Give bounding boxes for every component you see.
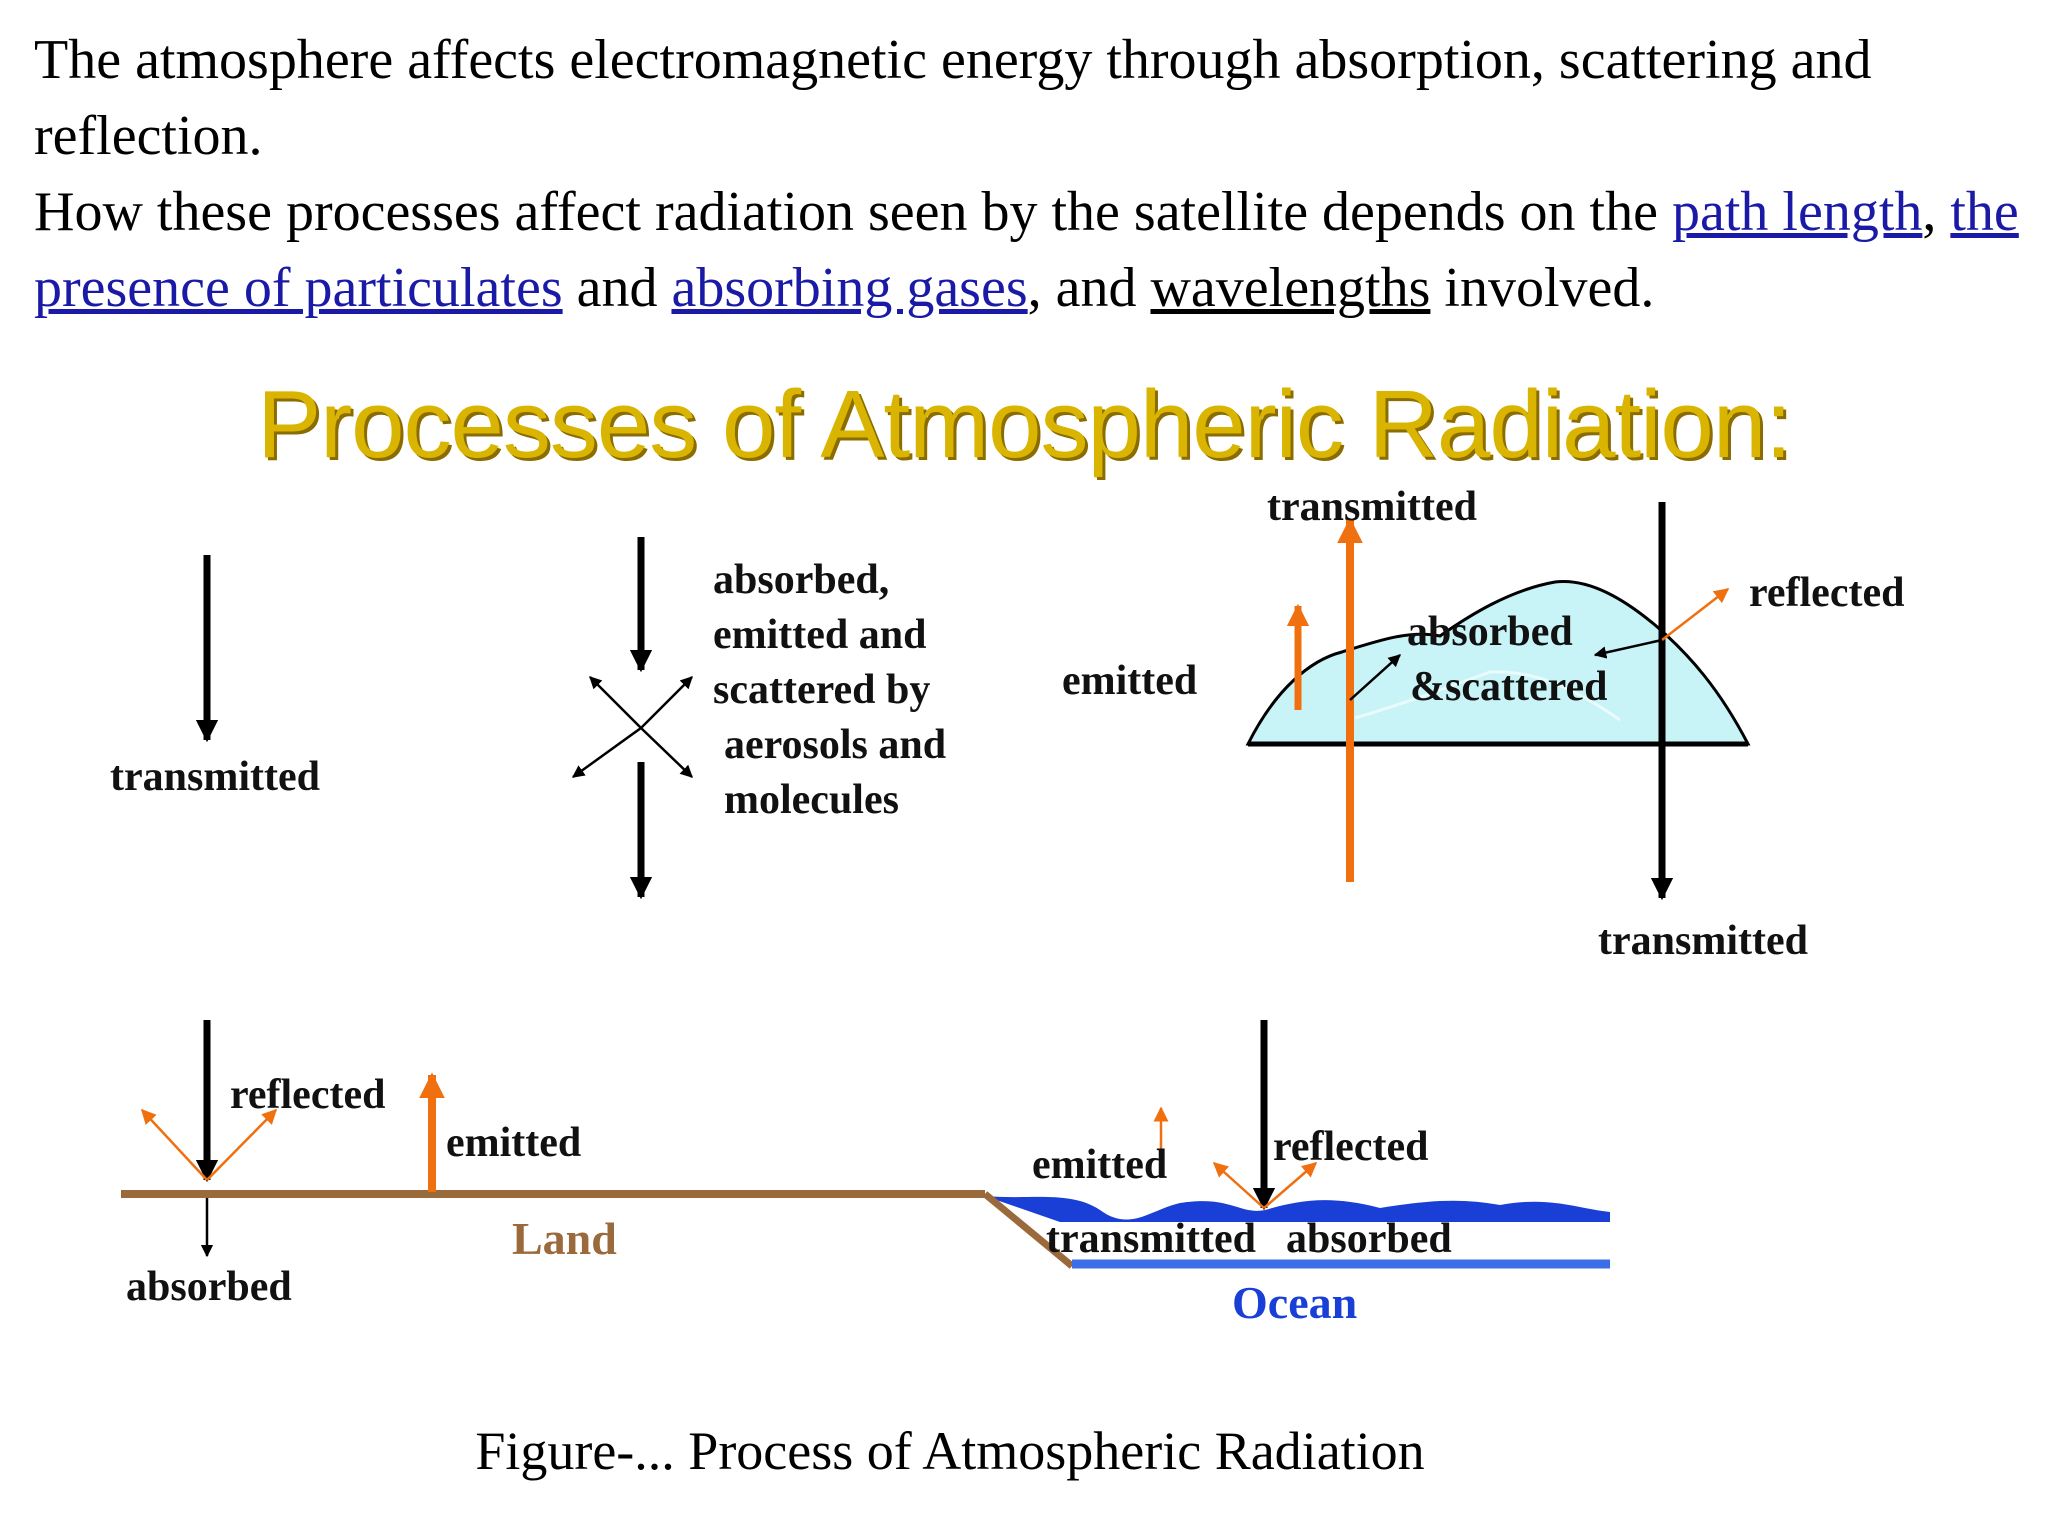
transmitted-bottom-label: transmitted — [1598, 918, 1808, 964]
transmitted-top-label: transmitted — [1267, 484, 1477, 530]
absorbed-land-label: absorbed — [126, 1264, 292, 1310]
emitted-land-label: emitted — [446, 1120, 581, 1166]
absorbing-gases-link[interactable]: absorbing gases — [671, 257, 1028, 319]
emitted-cloud-label: emitted — [1062, 658, 1197, 704]
scattered-arrow — [1593, 638, 1663, 659]
figure-caption: Figure-... Process of Atmospheric Radiat… — [475, 1421, 1425, 1481]
intro-paragraph-2: How these processes affect radiation see… — [34, 174, 2024, 326]
particulates-link[interactable]: the presence of particulates — [34, 181, 2019, 319]
scatter-arrow — [640, 727, 693, 778]
ocean-water — [985, 1196, 1610, 1222]
wavelengths-term: wavelengths — [1150, 257, 1431, 319]
reflected-land-arrow — [140, 1108, 208, 1181]
scatter-label-line: aerosols and — [724, 722, 946, 768]
absorbed-cloud-label: absorbed — [1407, 609, 1573, 655]
absorbed-arrow — [1349, 654, 1401, 701]
ocean-label: Ocean — [1232, 1277, 1357, 1328]
cloud-inner-line — [1354, 670, 1621, 722]
intro-separator: , and — [1027, 257, 1151, 319]
intro-text-end: involved. — [1430, 257, 1655, 319]
intro-paragraph-1: The atmosphere affects electromagnetic e… — [34, 29, 1872, 167]
reflected-ocean-arrow — [1212, 1161, 1265, 1209]
scattered-cloud-label: &scattered — [1410, 664, 1607, 710]
reflected-cloud-label: reflected — [1749, 570, 1904, 616]
transmitted-ocean-label: transmitted — [1046, 1216, 1256, 1262]
reflected-cloud-arrow — [1661, 588, 1730, 641]
path-length-link[interactable]: path length — [1671, 181, 1923, 243]
scatter-label-line: molecules — [724, 777, 899, 823]
land-label: Land — [512, 1213, 617, 1264]
reflected-land-label: reflected — [230, 1072, 385, 1118]
intro-text-start: How these processes affect radiation see… — [34, 181, 1672, 243]
scatter-arrow — [640, 676, 693, 729]
reflected-ocean-arrow — [1263, 1162, 1318, 1209]
reflected-ocean-label: reflected — [1273, 1124, 1428, 1170]
emitted-ocean-label: emitted — [1032, 1142, 1167, 1188]
reflected-land-arrow — [206, 1108, 278, 1181]
shore-line — [982, 1191, 1075, 1269]
scatter-label-line: absorbed, — [713, 557, 889, 603]
diagram-title: Processes of Atmospheric Radiation: — [257, 371, 1792, 478]
intro-separator: and — [562, 257, 672, 319]
scatter-arrow — [571, 726, 642, 779]
cloud-shape — [1245, 580, 1751, 746]
absorbed-ocean-label: absorbed — [1286, 1216, 1452, 1262]
intro-separator: , — [1922, 181, 1951, 243]
scatter-label-line: scattered by — [713, 667, 930, 713]
scatter-arrow — [589, 676, 642, 729]
intro-text: The atmosphere affects electromagnetic e… — [34, 22, 2024, 326]
transmitted-label: transmitted — [110, 754, 320, 800]
scatter-label-line: emitted and — [713, 612, 927, 658]
